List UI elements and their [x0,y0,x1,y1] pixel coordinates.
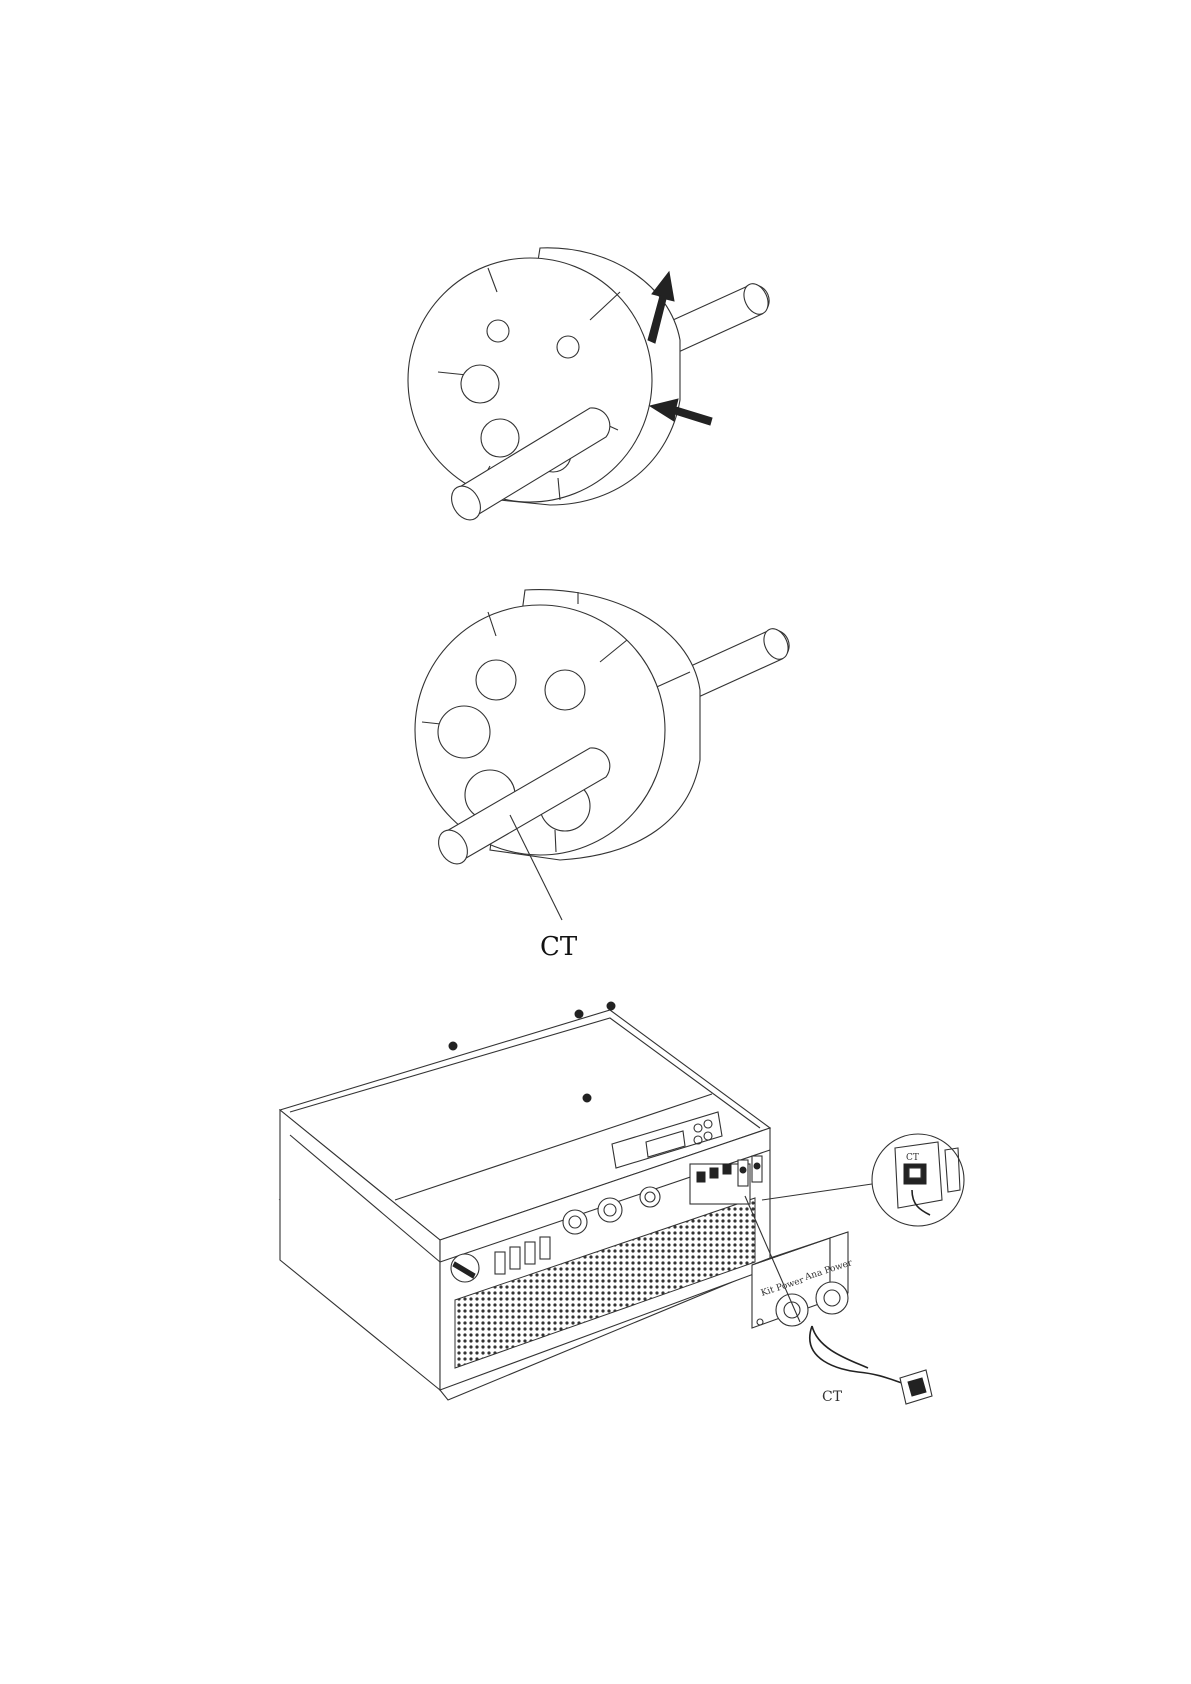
ct-cable [810,1326,905,1384]
detail-magnifier: CT [762,1134,964,1226]
ct-sensor-icon [900,1370,932,1404]
ct-magnifier-label: CT [906,1153,919,1163]
comm-port-icon [563,1210,587,1234]
inverter-assembly: Kit Power Ana Power CT CT [280,1002,964,1405]
ct-inverter-label: CT [822,1389,843,1405]
ct-label: CT [540,932,578,962]
antenna-port-icon [640,1187,660,1207]
dc-switch-icon [451,1254,479,1282]
cable-gland-right [816,1282,848,1314]
meter-port-icon [598,1198,622,1222]
ct-clamp-closed [415,590,793,920]
ct-front-face [415,605,665,855]
cable-gland-left [776,1294,808,1326]
ct-clamp-open [408,248,773,525]
